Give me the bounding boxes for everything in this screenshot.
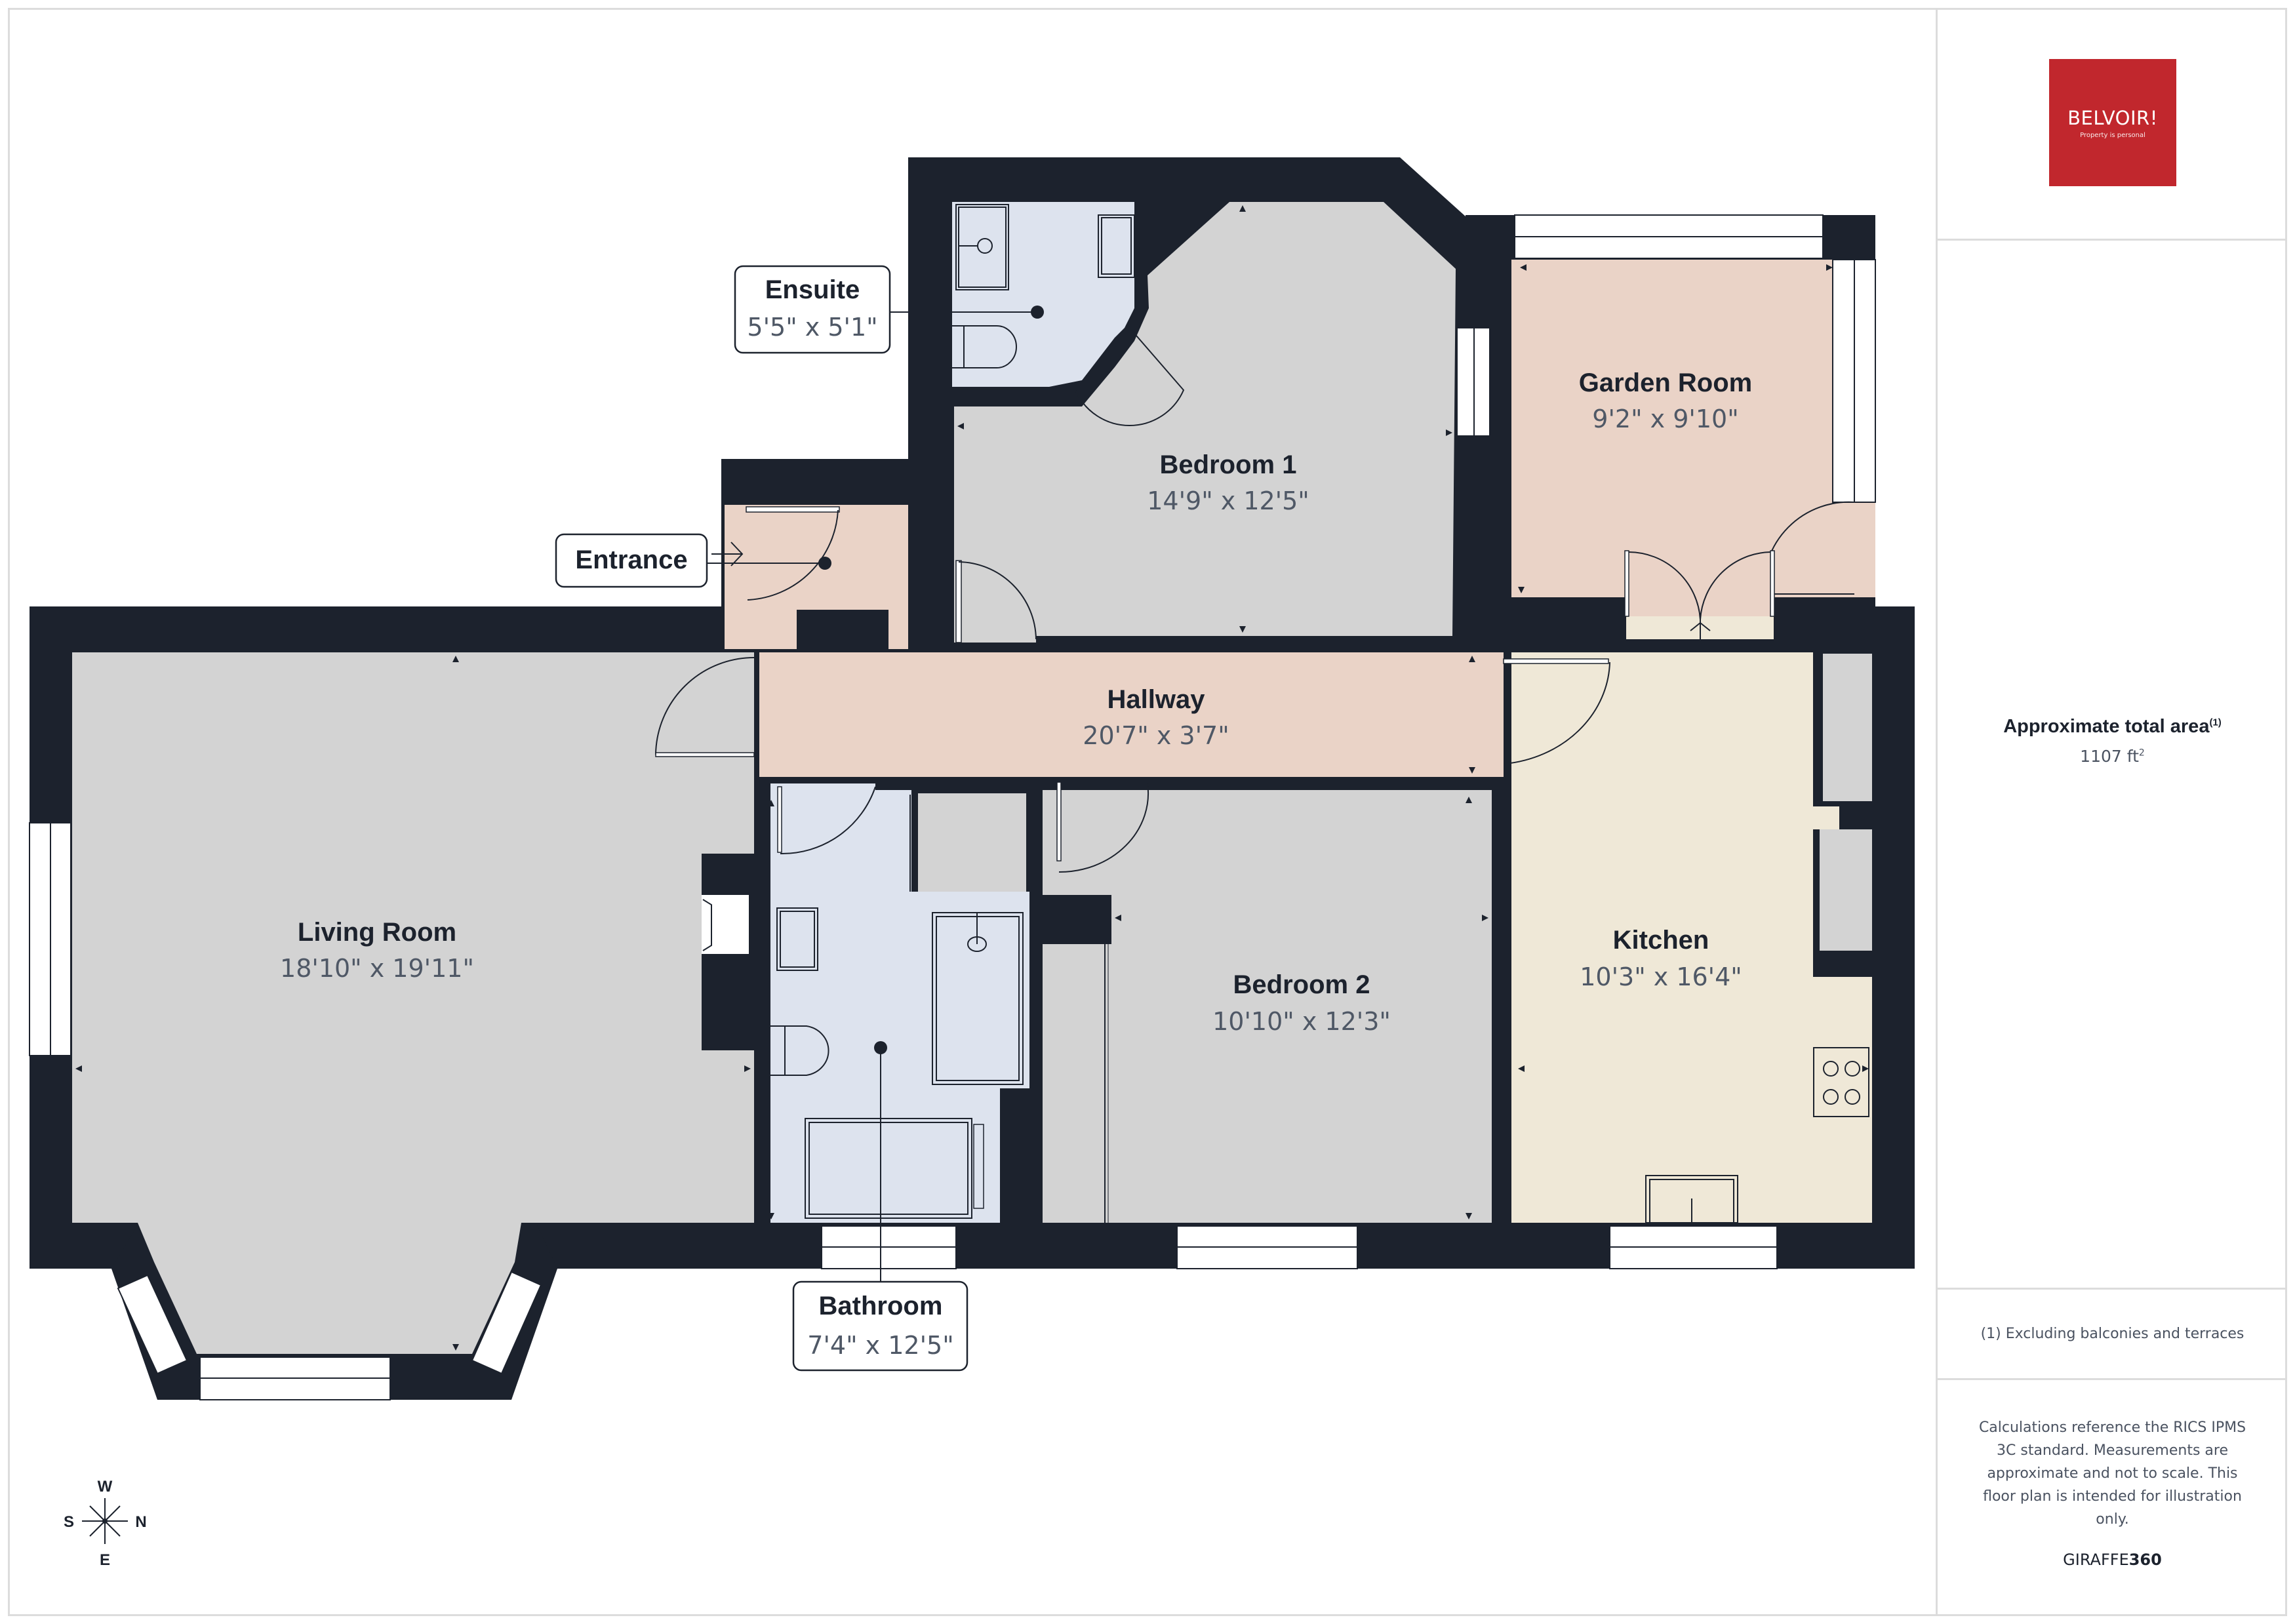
area-section: Approximate total area(1) 1107 ft2 (1938, 241, 2287, 1290)
kitchen-floor[interactable] (1511, 652, 1872, 1223)
disclaimer-section: Calculations reference the RICS IPMS 3C … (1938, 1380, 2287, 1614)
hallway-dims: 20'7" x 3'7" (1083, 721, 1229, 750)
info-panel: BELVOIR! Property is personal Approximat… (1936, 8, 2287, 1616)
dimension-markers (75, 205, 1869, 1351)
hallway-floor[interactable] (759, 652, 1504, 777)
svg-text:5'5" x 5'1": 5'5" x 5'1" (747, 313, 877, 342)
garden-room-label: Garden Room (1579, 368, 1752, 397)
svg-text:Ensuite: Ensuite (765, 275, 860, 304)
logo-tagline: Property is personal (2080, 131, 2145, 139)
bedroom-1-label: Bedroom 1 (1160, 450, 1297, 479)
svg-text:Bathroom: Bathroom (819, 1292, 943, 1320)
living-room-dims: 18'10" x 19'11" (280, 954, 474, 983)
entrance-floor[interactable] (725, 505, 908, 649)
footnote-text: (1) Excluding balconies and terraces (1980, 1326, 2245, 1342)
footnote-section: (1) Excluding balconies and terraces (1938, 1290, 2287, 1380)
area-value: 1107 ft2 (2080, 747, 2145, 766)
window (471, 1271, 542, 1375)
garden-room-floor[interactable] (1511, 260, 1875, 597)
bedroom-1-dims: 14'9" x 12'5" (1147, 486, 1309, 515)
belvoir-logo: BELVOIR! Property is personal (2049, 59, 2176, 186)
kitchen-label: Kitchen (1613, 926, 1709, 955)
window (117, 1274, 188, 1375)
ensuite-callout: Ensuite 5'5" x 5'1" (734, 265, 908, 354)
entrance-callout: Entrance (555, 533, 708, 588)
bathroom-callout: Bathroom 7'4" x 12'5" (792, 1280, 968, 1372)
compass-icon: W S N E (64, 1478, 147, 1569)
living-room-label: Living Room (298, 918, 456, 947)
bathroom-floor[interactable] (770, 783, 1029, 1223)
hallway-label: Hallway (1108, 685, 1206, 714)
svg-text:S: S (64, 1513, 74, 1531)
living-room-floor[interactable] (72, 652, 754, 1354)
page-frame (8, 8, 2287, 1616)
svg-text:N: N (135, 1513, 146, 1531)
disclaimer-text: Calculations reference the RICS IPMS 3C … (1978, 1419, 2246, 1528)
logo-name: BELVOIR! (2067, 106, 2158, 129)
svg-text:W: W (98, 1478, 113, 1495)
hob (1813, 1047, 1869, 1117)
area-title: Approximate total area(1) (2003, 716, 2222, 737)
svg-text:E: E (100, 1551, 110, 1569)
svg-text:Entrance: Entrance (575, 545, 687, 574)
bedroom-2-label: Bedroom 2 (1233, 970, 1370, 999)
ensuite-floor[interactable] (952, 202, 1134, 387)
garden-room-dims: 9'2" x 9'10" (1592, 405, 1738, 433)
bedroom-2-dims: 10'10" x 12'3" (1212, 1007, 1391, 1036)
bedroom-1-floor[interactable] (954, 202, 1456, 643)
logo-section: BELVOIR! Property is personal (1938, 8, 2287, 241)
svg-text:7'4" x 12'5": 7'4" x 12'5" (807, 1331, 953, 1360)
provider-logo: GIRAFFE360 (2063, 1551, 2162, 1569)
bedroom-2-floor[interactable] (1043, 790, 1492, 1223)
kitchen-dims: 10'3" x 16'4" (1580, 962, 1742, 991)
